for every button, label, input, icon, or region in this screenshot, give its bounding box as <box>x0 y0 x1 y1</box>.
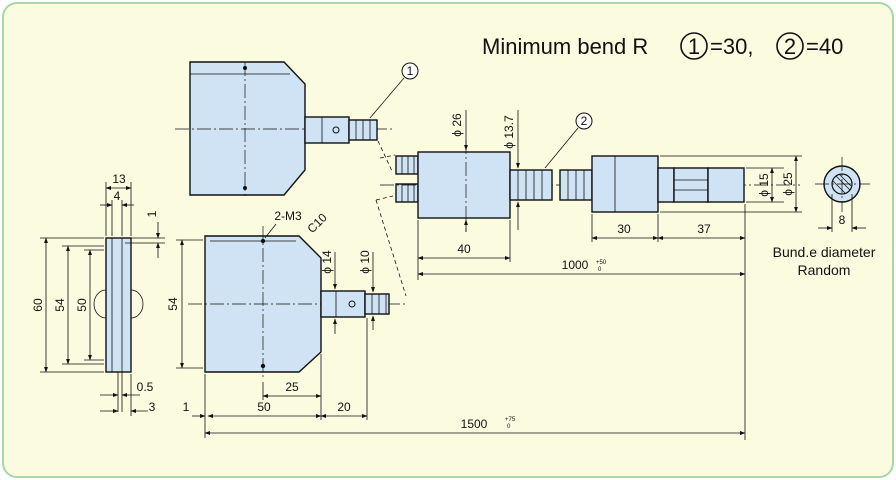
dim-8: 8 <box>839 213 846 227</box>
tol-1500-lower: 0 <box>507 424 511 430</box>
dim-54-side: 54 <box>53 298 67 312</box>
dim-1-front: 1 <box>183 400 190 414</box>
dim-40: 40 <box>457 242 471 256</box>
dim-54-front: 54 <box>166 297 180 311</box>
dim-13: 13 <box>112 172 126 186</box>
dim-4: 4 <box>114 189 121 203</box>
tol-1000-lower: 0 <box>598 267 602 273</box>
tol-1500-upper: +75 <box>505 417 516 423</box>
dim-0-5: 0.5 <box>137 380 154 394</box>
sensor-head-side-view <box>93 237 144 412</box>
cable-assembly <box>380 140 800 232</box>
dim-1500: 1500 <box>461 417 488 431</box>
sensor-head-top-view <box>175 61 395 196</box>
heading-mark-1: 1 <box>688 34 700 59</box>
dim-phi-10: ϕ 10 <box>358 250 372 274</box>
side-view-dimensions: 13 4 1 60 54 50 0.5 3 <box>31 172 165 416</box>
cable-dimensions: ϕ 26 ϕ 13.7 40 1000 +50 0 30 37 ϕ 15 ϕ 2… <box>417 110 802 440</box>
label-2-m3: 2-M3 <box>274 209 302 223</box>
bundle-cross-section: 8 Bund.e diameter Random <box>773 157 876 278</box>
dim-phi-13-7: ϕ 13.7 <box>502 115 516 149</box>
callout-2: 2 <box>544 112 593 169</box>
callout-1-label: 1 <box>407 64 414 78</box>
bundle-note-line1: Bund.e diameter <box>773 244 876 260</box>
dim-60: 60 <box>31 298 45 312</box>
dim-30: 30 <box>617 222 631 236</box>
callout-1: 1 <box>369 62 419 119</box>
bundle-note-line2: Random <box>798 262 851 278</box>
dim-phi-26: ϕ 26 <box>450 113 464 137</box>
front-view-dimensions: 2-M3 C10 54 ϕ 14 ϕ 10 25 50 20 1 1500 +7… <box>166 209 746 438</box>
heading-prefix: Minimum bend R <box>482 34 648 59</box>
dim-phi-15: ϕ 15 <box>757 173 771 197</box>
tol-1000-upper: +50 <box>596 260 607 266</box>
dim-1000: 1000 <box>562 258 589 272</box>
dim-phi-25: ϕ 25 <box>781 172 795 196</box>
dim-1-side: 1 <box>145 210 159 217</box>
dim-37: 37 <box>697 222 711 236</box>
bend-radius-heading: Minimum bend R 1 =30, 2 =40 <box>482 32 843 60</box>
callout-2-label: 2 <box>581 114 588 128</box>
dim-20: 20 <box>337 400 351 414</box>
heading-mark-2: 2 <box>784 34 796 59</box>
break-lines <box>375 140 407 297</box>
heading-value-1: =30, <box>710 34 753 59</box>
heading-value-2: =40 <box>806 34 843 59</box>
dim-25-front: 25 <box>285 380 299 394</box>
dim-phi-14: ϕ 14 <box>320 250 334 274</box>
dim-50-front: 50 <box>257 400 271 414</box>
dim-3: 3 <box>149 400 156 414</box>
sensor-head-front-view <box>188 226 405 380</box>
dim-50-side: 50 <box>75 298 89 312</box>
